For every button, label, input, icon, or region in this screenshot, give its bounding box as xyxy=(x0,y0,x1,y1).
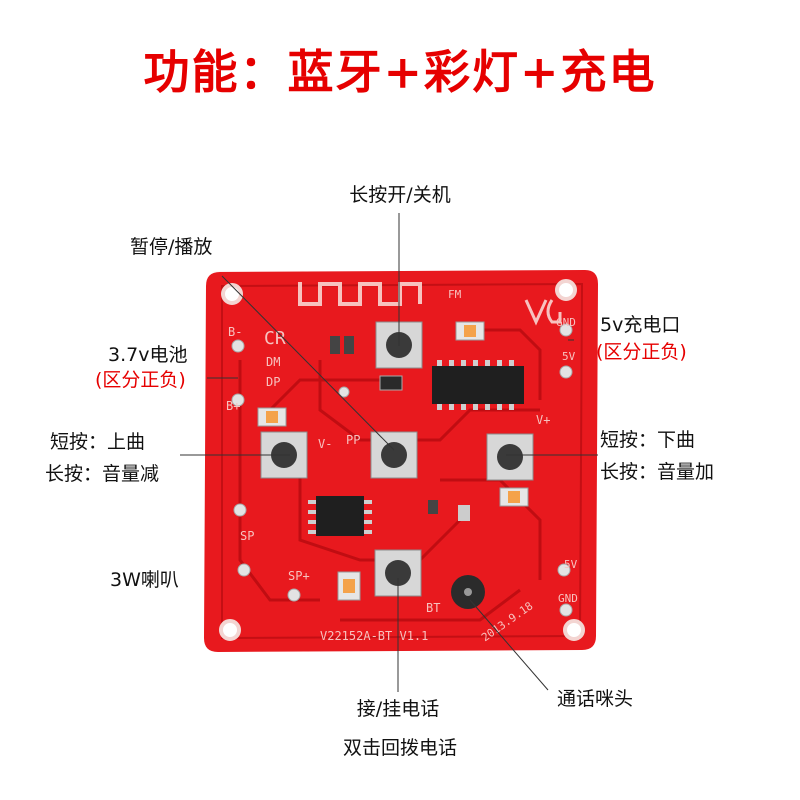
copper-traces xyxy=(238,328,542,622)
label-next-short: 短按：下曲 xyxy=(600,429,696,451)
label-charge-note: (区分正负) xyxy=(596,341,687,363)
mounting-holes xyxy=(219,279,585,641)
brand-logo-silkscreen xyxy=(524,299,562,326)
silk-dp: DP xyxy=(266,375,280,389)
label-prev-short: 短按：上曲 xyxy=(50,431,146,453)
silk-cr: CR xyxy=(264,328,286,349)
label-redial: 双击回拨电话 xyxy=(342,737,457,759)
microphone-component xyxy=(451,575,485,609)
leader-lines xyxy=(180,213,598,692)
silk-gnd-bottom: GND xyxy=(558,592,578,605)
page-title: 功能：蓝牙+彩灯+充电 xyxy=(143,45,657,99)
label-call: 接/挂电话 xyxy=(356,698,440,720)
antenna-trace xyxy=(298,282,422,306)
silk-bplus: B+ xyxy=(226,399,240,413)
label-pause: 暂停/播放 xyxy=(130,236,213,258)
label-prev-long: 长按：音量减 xyxy=(45,463,160,485)
silk-vplus: V+ xyxy=(536,413,550,427)
ic-chip-main xyxy=(432,360,524,410)
silk-5v-bottom: 5V xyxy=(564,558,578,571)
ic-chip-amp xyxy=(308,496,372,536)
solder-pads xyxy=(231,323,573,617)
silk-5v-top: 5V xyxy=(562,350,576,363)
silk-model: V22152A-BT V1.1 xyxy=(320,629,428,643)
silk-sp: SP xyxy=(240,529,254,543)
label-power: 长按开/关机 xyxy=(349,184,451,206)
label-speaker: 3W喇叭 xyxy=(110,569,179,591)
label-mic: 通话咪头 xyxy=(557,688,634,710)
silk-dm: DM xyxy=(266,355,280,369)
label-battery: 3.7v电池 xyxy=(108,344,188,366)
silk-vminus: V- xyxy=(318,437,332,451)
silk-bt: BT xyxy=(426,601,440,615)
next-switch xyxy=(486,433,534,481)
call-switch xyxy=(374,549,422,597)
label-next-long: 长按：音量加 xyxy=(600,461,715,483)
play-pause-switch xyxy=(370,431,418,479)
silk-pp: PP xyxy=(346,433,360,447)
label-charge: 5v充电口 xyxy=(600,314,681,336)
silk-spplus: SP+ xyxy=(288,569,310,583)
silk-bminus: B- xyxy=(228,325,242,339)
silk-fm: FM xyxy=(448,288,462,301)
label-battery-note: (区分正负) xyxy=(95,369,186,391)
smd-components xyxy=(257,321,529,601)
